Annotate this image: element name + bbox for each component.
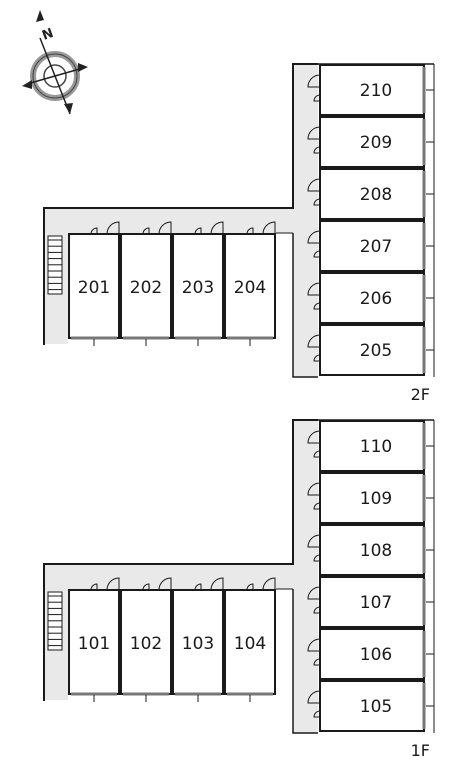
room-number: 203 <box>182 278 214 298</box>
door-icon <box>307 430 321 444</box>
room-number: 104 <box>234 634 266 654</box>
room-unit: 109 <box>307 472 434 524</box>
door-icon <box>313 302 321 310</box>
room-number: 205 <box>360 341 392 361</box>
door-icon <box>210 577 224 591</box>
room-number: 106 <box>360 645 392 665</box>
door-icon <box>142 227 150 235</box>
door-icon <box>307 690 321 704</box>
room-number: 208 <box>360 185 392 205</box>
room-unit: 101 <box>68 577 120 702</box>
floor-1f: 110 109 108 107 106 105 101 102 103 104 1F <box>43 419 435 760</box>
room-number: 108 <box>360 541 392 561</box>
room-number: 105 <box>360 697 392 717</box>
room-unit: 207 <box>307 220 434 272</box>
staircase-icon <box>47 591 63 651</box>
compass-north-label: N <box>40 26 55 44</box>
door-icon <box>90 583 98 591</box>
room-unit: 102 <box>120 577 172 702</box>
door-icon <box>313 354 321 362</box>
room-unit: 206 <box>307 272 434 324</box>
room-unit: 103 <box>172 577 224 702</box>
room-unit: 205 <box>307 324 434 376</box>
room-number: 206 <box>360 289 392 309</box>
room-number: 102 <box>130 634 162 654</box>
door-icon <box>307 586 321 600</box>
outer-wall <box>43 63 318 345</box>
door-icon <box>246 227 254 235</box>
room-unit: 105 <box>307 680 434 732</box>
compass-rose-icon <box>22 10 88 115</box>
door-icon <box>307 334 321 348</box>
door-icon <box>307 482 321 496</box>
door-icon <box>313 450 321 458</box>
floor-label: 2F <box>411 385 430 404</box>
door-icon <box>313 94 321 102</box>
door-icon <box>313 554 321 562</box>
room-number: 209 <box>360 133 392 153</box>
door-icon <box>307 178 321 192</box>
door-icon <box>262 577 276 591</box>
door-icon <box>313 146 321 154</box>
room-number: 107 <box>360 593 392 613</box>
room-number: 103 <box>182 634 214 654</box>
room-number: 110 <box>360 437 392 457</box>
door-icon <box>313 710 321 718</box>
corridor-wall <box>292 589 318 734</box>
corridor-wall <box>292 233 318 378</box>
door-icon <box>313 502 321 510</box>
room-number: 201 <box>78 278 110 298</box>
door-icon <box>106 221 120 235</box>
door-icon <box>158 577 172 591</box>
floor-label: 1F <box>411 741 430 760</box>
room-unit: 202 <box>120 221 172 346</box>
door-icon <box>307 282 321 296</box>
room-number: 210 <box>360 81 392 101</box>
room-unit: 204 <box>224 221 276 346</box>
door-icon <box>210 221 224 235</box>
floor-2f: 210 209 208 207 206 205 201 202 203 204 2F <box>43 63 435 404</box>
room-unit: 104 <box>224 577 276 702</box>
door-icon <box>307 74 321 88</box>
outer-wall <box>43 419 318 701</box>
door-icon <box>313 606 321 614</box>
staircase-icon <box>47 235 63 295</box>
room-number: 101 <box>78 634 110 654</box>
room-number: 202 <box>130 278 162 298</box>
room-unit: 209 <box>307 116 434 168</box>
corridor <box>68 420 318 733</box>
door-icon <box>142 583 150 591</box>
door-icon <box>307 638 321 652</box>
corridor <box>68 64 318 377</box>
room-unit: 210 <box>307 64 434 116</box>
door-icon <box>307 534 321 548</box>
door-icon <box>194 227 202 235</box>
room-unit: 107 <box>307 576 434 628</box>
door-icon <box>106 577 120 591</box>
door-icon <box>307 230 321 244</box>
room-unit: 203 <box>172 221 224 346</box>
door-icon <box>262 221 276 235</box>
room-unit: 106 <box>307 628 434 680</box>
door-icon <box>313 198 321 206</box>
room-unit: 201 <box>68 221 120 346</box>
room-unit: 110 <box>307 420 434 472</box>
door-icon <box>90 227 98 235</box>
door-icon <box>246 583 254 591</box>
door-icon <box>307 126 321 140</box>
room-number: 204 <box>234 278 266 298</box>
room-number: 207 <box>360 237 392 257</box>
room-unit: 108 <box>307 524 434 576</box>
room-number: 109 <box>360 489 392 509</box>
room-unit: 208 <box>307 168 434 220</box>
door-icon <box>194 583 202 591</box>
door-icon <box>158 221 172 235</box>
door-icon <box>313 250 321 258</box>
door-icon <box>313 658 321 666</box>
